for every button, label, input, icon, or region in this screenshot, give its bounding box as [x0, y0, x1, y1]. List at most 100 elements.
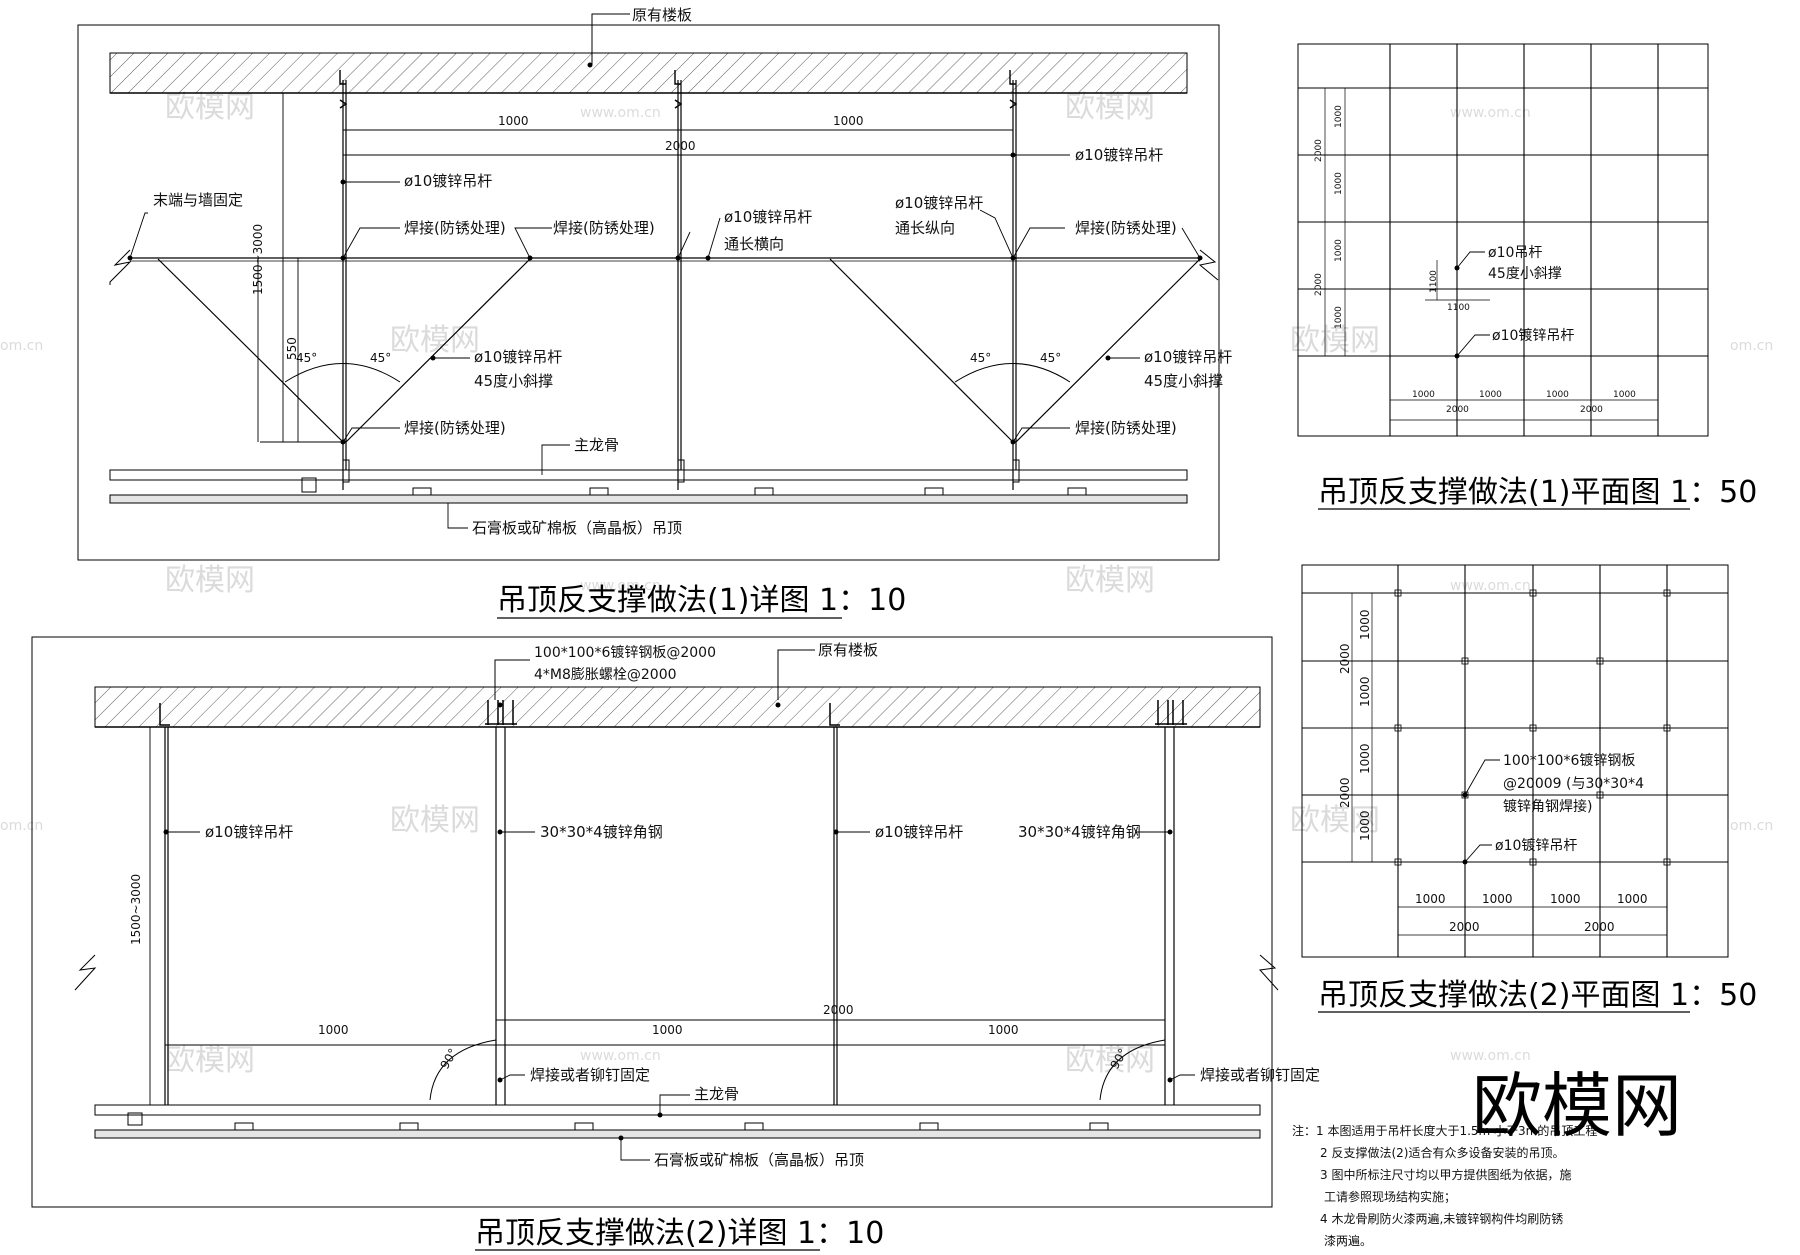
dim-label: 2000: [1449, 920, 1480, 934]
rod-label: ø10镀锌吊杆: [1075, 146, 1163, 164]
angle-label: 45°: [970, 351, 991, 365]
detail-2-frame: [31, 636, 1273, 1208]
watermark-url: www.om.cn: [580, 1048, 661, 1064]
detail-2-title: 吊顶反支撑做法(2)详图 1：10: [475, 1216, 884, 1251]
brace-label: 45度小斜撑: [474, 372, 553, 390]
dim-label: 1000: [498, 114, 529, 128]
angle-label: 45°: [296, 351, 317, 365]
detail-2-section: 原有楼板 100*100*6镀锌钢板@2000 4*M8膨胀螺栓@2000: [31, 636, 1320, 1251]
dim-label: 1000: [1334, 105, 1344, 128]
weld-label: 焊接(防锈处理): [404, 219, 506, 237]
note-line: 漆两遍。: [1324, 1234, 1372, 1248]
plan-1-frame: [1297, 43, 1709, 437]
ceiling-board: [109, 494, 1188, 504]
note-line: 3 图中所标注尺寸均以甲方提供图纸为依据，施: [1320, 1167, 1571, 1182]
watermark-url: om.cn: [1730, 818, 1773, 834]
rod-label: ø10吊杆: [1488, 245, 1542, 261]
dim-label: 1000: [1546, 390, 1569, 400]
brand-watermark-logo: 欧模网: [1472, 1065, 1682, 1147]
rod-label: ø10镀锌吊杆: [1492, 327, 1574, 344]
dim-label: 1000: [1415, 892, 1446, 906]
ceiling-label: 石膏板或矿棉板（高晶板）吊顶: [472, 519, 682, 537]
weld-label: 焊接(防锈处理): [553, 219, 655, 237]
dim-label: 1000: [1412, 390, 1435, 400]
watermark-text: 欧模网: [165, 1043, 255, 1078]
watermark-url: www.om.cn: [1450, 105, 1531, 121]
dim-label: 2000: [823, 1003, 854, 1017]
dim-label: 1100: [1429, 270, 1439, 293]
dim-label: 1000: [1358, 676, 1372, 707]
floor-slab-label: 原有楼板: [632, 6, 692, 24]
dim-label: 1000: [1358, 810, 1372, 841]
main-keel-label: 主龙骨: [694, 1085, 739, 1103]
weld-label: 焊接(防锈处理): [1075, 219, 1177, 237]
plan-2-frame: [1301, 564, 1729, 958]
longitudinal-label: ø10镀锌吊杆: [895, 194, 983, 212]
plate-label: @20009 (与30*30*4: [1503, 776, 1644, 792]
note-line: 注：1 本图适用于吊杆长度大于1.5m 小于3m的吊顶工程: [1292, 1123, 1597, 1138]
fix-label: 焊接或者铆钉固定: [530, 1066, 650, 1084]
fix-label: 焊接或者铆钉固定: [1200, 1066, 1320, 1084]
watermark-text: 欧模网: [390, 803, 480, 838]
transverse-label: 通长横向: [724, 235, 784, 253]
main-keel-label: 主龙骨: [574, 436, 619, 454]
weld-label: 焊接(防锈处理): [404, 419, 506, 437]
dim-label: 1000: [1617, 892, 1648, 906]
dim-label: 1000: [1334, 172, 1344, 195]
ceiling-board: [94, 1129, 1261, 1139]
diagonal-braces: [157, 258, 1201, 443]
floor-slab-label: 原有楼板: [818, 641, 878, 659]
dim-label: 2000: [1580, 405, 1603, 415]
rod-label: ø10镀锌吊杆: [205, 823, 293, 841]
watermark-url: www.om.cn: [580, 578, 661, 594]
floor-slab: [109, 52, 1188, 94]
plan-1-section: ø10吊杆 45度小斜撑 ø10镀锌吊杆 1000 1000 1000 1000…: [1297, 43, 1757, 510]
detail-1-frame: [77, 24, 1220, 561]
dim-label: 2000: [665, 139, 696, 153]
dim-label: 1000: [318, 1023, 349, 1037]
watermark-url: om.cn: [0, 818, 43, 834]
dim-label: 2000: [1584, 920, 1615, 934]
dim-label: 1000: [1358, 609, 1372, 640]
detail-1-title: 吊顶反支撑做法(1)详图 1：10: [497, 583, 906, 618]
watermark-url: www.om.cn: [1450, 578, 1531, 594]
watermark-text: 欧模网: [165, 90, 255, 125]
notes-block: 注：1 本图适用于吊杆长度大于1.5m 小于3m的吊顶工程 2 反支撑做法(2)…: [1292, 1123, 1597, 1248]
watermark-layer: 欧模网 www.om.cn 欧模网 www.om.cn 欧模网 欧模网 om.c…: [0, 90, 1773, 1078]
dim-550: 550: [285, 337, 299, 360]
note-line: 2 反支撑做法(2)适合有众多设备安装的吊顶。: [1320, 1145, 1564, 1160]
dim-height: 1500~3000: [251, 224, 265, 295]
brace-label: ø10镀锌吊杆: [1144, 348, 1232, 366]
plate-label: 100*100*6镀锌钢板: [1503, 752, 1635, 769]
dim-height: 1500~3000: [129, 874, 143, 945]
watermark-text: 欧模网: [1065, 1043, 1155, 1078]
watermark-text: 欧模网: [1065, 90, 1155, 125]
watermark-url: om.cn: [0, 338, 43, 354]
dim-label: 2000: [1314, 273, 1324, 296]
dim-label: 2000: [1338, 643, 1352, 674]
longitudinal-label: 通长纵向: [895, 219, 955, 237]
angle-steel-label: 30*30*4镀锌角钢: [1018, 823, 1141, 841]
dim-label: 1000: [1613, 390, 1636, 400]
dim-label: 1000: [1550, 892, 1581, 906]
dim-label: 1000: [1358, 743, 1372, 774]
angle-steel-label: 30*30*4镀锌角钢: [540, 823, 663, 841]
rod-label: ø10镀锌吊杆: [1495, 837, 1577, 854]
dim-label: 1000: [1334, 306, 1344, 329]
watermark-url: www.om.cn: [1450, 1048, 1531, 1064]
angle-label: 90°: [437, 1046, 460, 1071]
dim-label: 1000: [1482, 892, 1513, 906]
plan-2-title: 吊顶反支撑做法(2)平面图 1：50: [1318, 978, 1757, 1013]
weld-label: 焊接(防锈处理): [1075, 419, 1177, 437]
dim-label: 1000: [1334, 239, 1344, 262]
transverse-label: ø10镀锌吊杆: [724, 208, 812, 226]
note-line: 工请参照现场结构实施；: [1324, 1189, 1456, 1204]
angle-label: 45°: [1040, 351, 1061, 365]
watermark-text: 欧模网: [1290, 323, 1380, 358]
plate-label: 100*100*6镀锌钢板@2000: [534, 644, 716, 661]
watermark-url: www.om.cn: [580, 105, 661, 121]
plan-1-title: 吊顶反支撑做法(1)平面图 1：50: [1318, 475, 1757, 510]
ceiling-label: 石膏板或矿棉板（高晶板）吊顶: [654, 1151, 864, 1169]
dim-label: 1000: [988, 1023, 1019, 1037]
dim-label: 1000: [652, 1023, 683, 1037]
